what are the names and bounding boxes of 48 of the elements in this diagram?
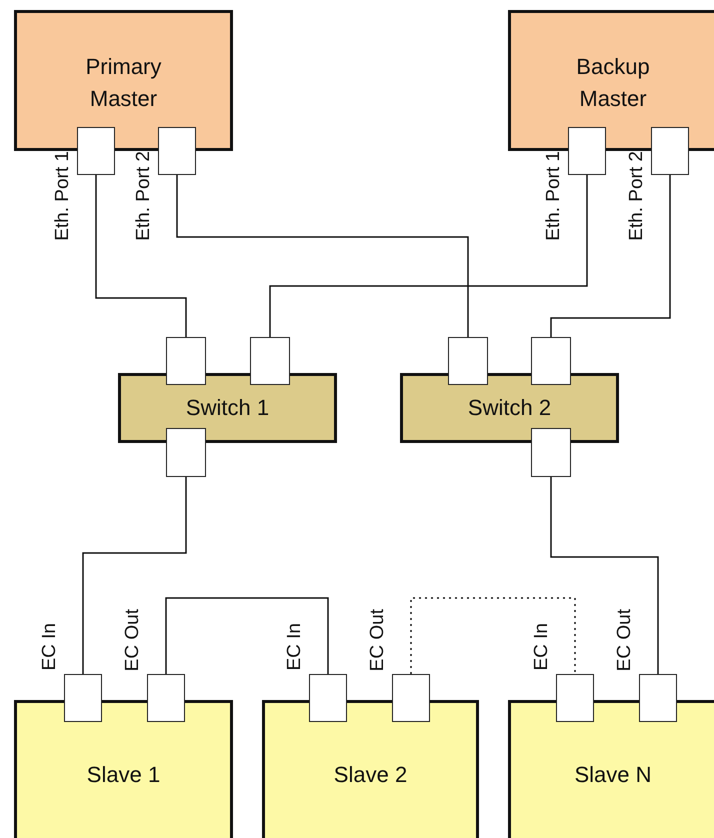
- master-box: [14, 10, 233, 151]
- device-label: Slave 2: [334, 761, 408, 789]
- connector-line: [550, 175, 671, 337]
- port-box: [309, 674, 347, 722]
- port-label: Eth. Port 1: [53, 151, 73, 241]
- port-label: EC In: [40, 623, 60, 671]
- connector-line: [82, 477, 187, 674]
- device-label: Backup Master: [575, 53, 651, 113]
- port-box: [448, 337, 488, 385]
- connector-line: [95, 175, 187, 337]
- connector-line: [176, 175, 469, 337]
- device-label: Slave N: [574, 761, 652, 789]
- port-box: [250, 337, 290, 385]
- port-label: EC Out: [368, 609, 388, 672]
- slave-box: [262, 700, 479, 838]
- port-label: Eth. Port 1: [544, 151, 564, 241]
- port-label: Eth. Port 2: [627, 151, 647, 241]
- port-box: [531, 337, 571, 385]
- port-box: [556, 674, 594, 722]
- port-label: EC In: [285, 623, 305, 671]
- port-label: Eth. Port 2: [134, 151, 154, 241]
- device-label: Switch 1: [186, 394, 270, 422]
- master-box: [508, 10, 714, 151]
- port-box: [77, 127, 115, 175]
- device-label: Primary Master: [84, 53, 162, 113]
- port-box: [64, 674, 102, 722]
- port-box: [568, 127, 606, 175]
- port-box: [639, 674, 677, 722]
- device-label: Slave 1: [86, 761, 160, 789]
- connector-line: [410, 597, 576, 674]
- port-box: [166, 337, 206, 385]
- port-box: [147, 674, 185, 722]
- port-box: [158, 127, 196, 175]
- port-box: [651, 127, 689, 175]
- port-label: EC In: [532, 623, 552, 671]
- connector-line: [269, 175, 588, 337]
- switch-box: [400, 373, 619, 443]
- switch-box: [118, 373, 337, 443]
- connector-line: [165, 597, 329, 674]
- port-box: [531, 428, 571, 477]
- port-label: EC Out: [615, 609, 635, 672]
- slave-box: [508, 700, 714, 838]
- port-label: EC Out: [123, 609, 143, 672]
- slave-box: [14, 700, 233, 838]
- port-box: [166, 428, 206, 477]
- port-box: [392, 674, 430, 722]
- device-label: Switch 2: [468, 394, 552, 422]
- connector-line: [550, 477, 659, 674]
